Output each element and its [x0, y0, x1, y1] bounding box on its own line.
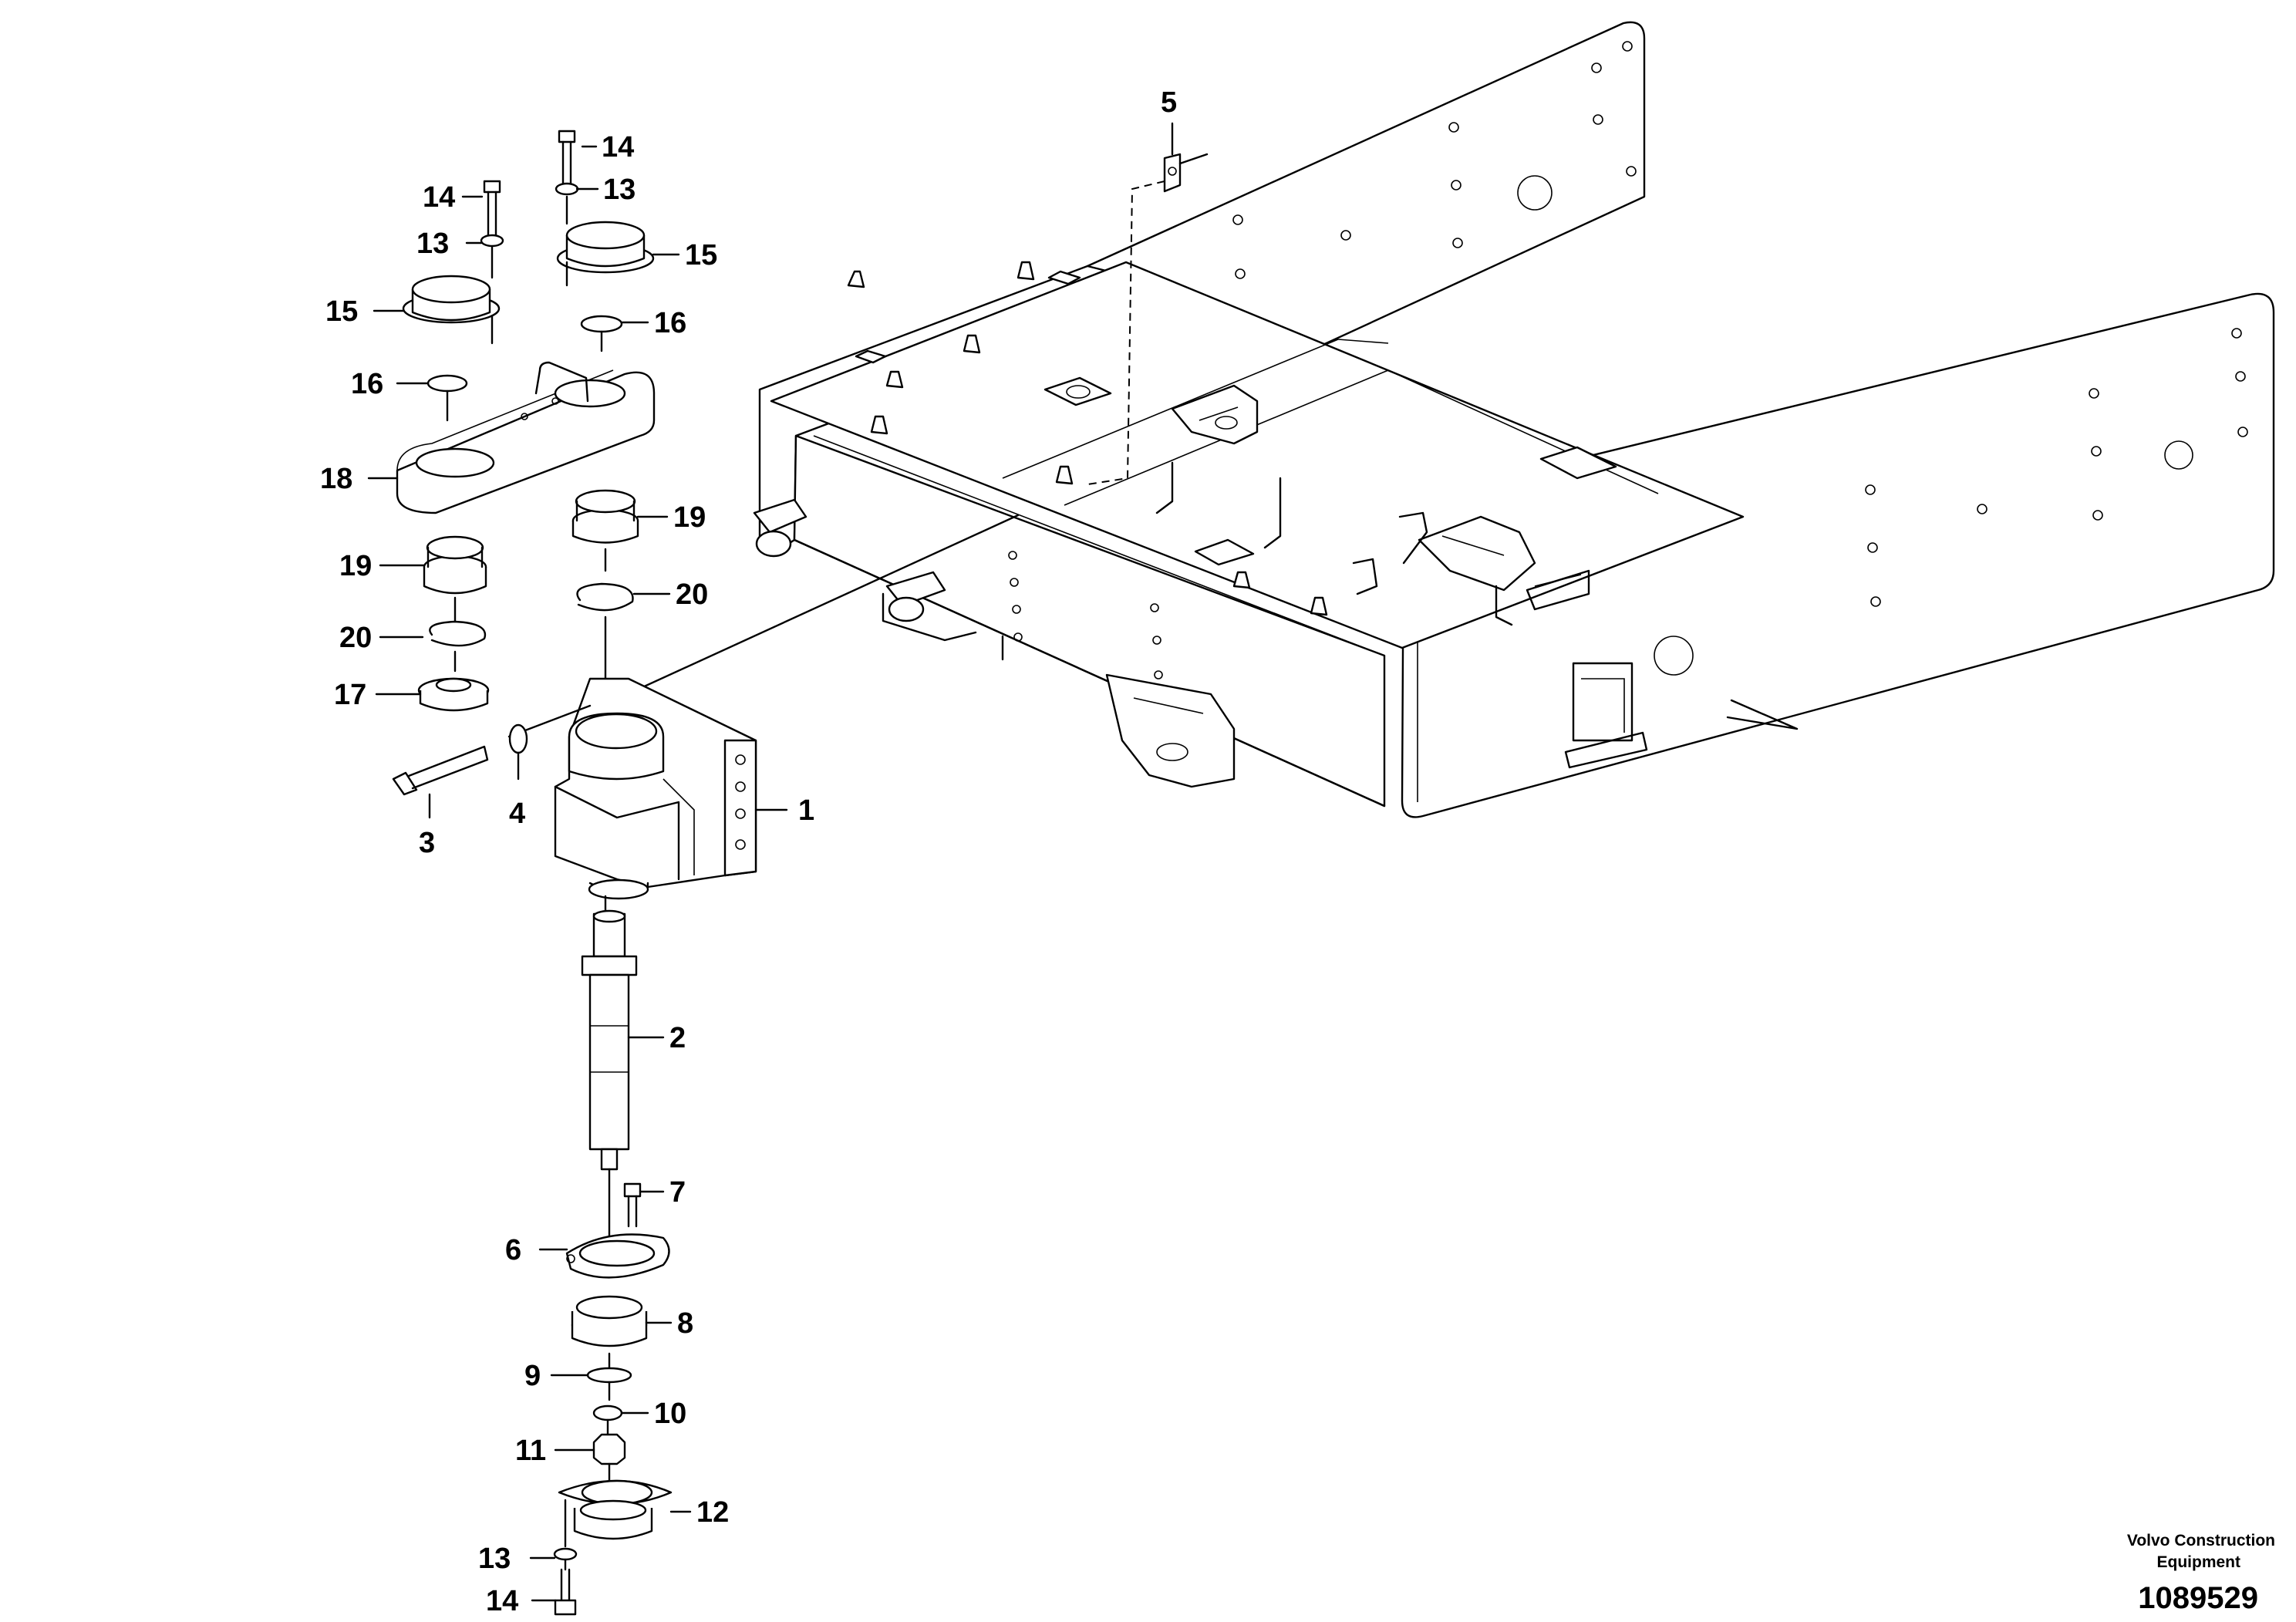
part-5-clip [1163, 153, 1209, 193]
center-bolt-stack [555, 130, 655, 680]
callout-7: 7 [669, 1176, 686, 1209]
callout-4: 4 [509, 798, 525, 830]
callout-13: 13 [603, 174, 636, 206]
callout-11: 11 [515, 1435, 546, 1467]
callout-15: 15 [685, 239, 717, 271]
brand-name-line-1: Volvo Construction [2127, 1532, 2275, 1549]
callout-18: 18 [320, 463, 352, 495]
callout-14: 14 [602, 131, 634, 164]
left-bolt-stack [396, 180, 656, 712]
part-2-shaft [581, 895, 638, 1243]
callout-10: 10 [654, 1398, 686, 1430]
callout-19: 19 [339, 550, 372, 582]
callout-labels: 14 13 15 16 14 13 15 16 18 19 19 20 20 1… [320, 86, 1177, 1617]
callout-leaders [367, 122, 1174, 1602]
callout-13: 13 [416, 228, 449, 260]
part-3-bolt [392, 704, 592, 796]
callout-8: 8 [677, 1307, 693, 1340]
callout-5: 5 [1161, 86, 1177, 119]
callout-16: 16 [351, 368, 383, 400]
part-1-housing [554, 677, 757, 900]
callout-1: 1 [798, 794, 814, 827]
callout-12: 12 [696, 1496, 729, 1529]
callout-3: 3 [419, 827, 435, 859]
machine-frame-drawing [753, 21, 2275, 818]
callout-14: 14 [423, 181, 455, 214]
callout-20: 20 [339, 622, 372, 654]
brand-name-line-2: Equipment [2157, 1553, 2241, 1571]
callout-19: 19 [673, 501, 706, 534]
callout-15: 15 [325, 295, 358, 328]
callout-20: 20 [676, 578, 708, 611]
document-number: 1089529 [2138, 1581, 2258, 1615]
callout-13: 13 [478, 1543, 511, 1575]
callout-17: 17 [334, 679, 366, 711]
callout-6: 6 [505, 1234, 521, 1266]
callout-9: 9 [524, 1360, 541, 1392]
callout-16: 16 [654, 307, 686, 339]
callout-14: 14 [486, 1585, 518, 1617]
callout-2: 2 [669, 1022, 686, 1054]
lower-bolt-stack [553, 1182, 673, 1616]
